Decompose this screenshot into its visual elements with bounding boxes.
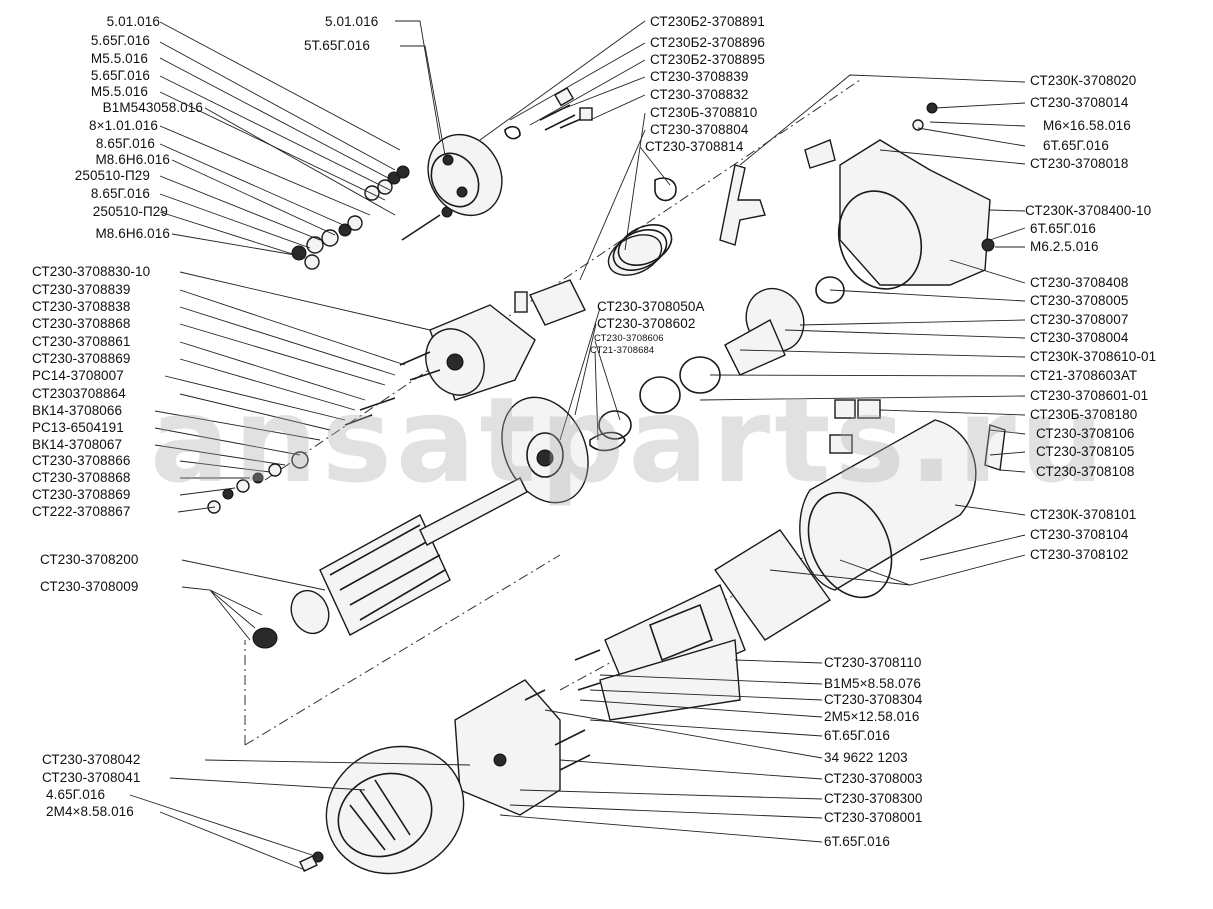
- label-right-1: СТ230К-3708020: [1030, 73, 1137, 88]
- label-right-19: СТ230-3708108: [1036, 464, 1135, 479]
- label-center-mid-1: СТ230-3708050А: [597, 299, 705, 314]
- label-top-middle-2: СТ230Б2-3708896: [650, 35, 765, 50]
- label-left-mid-3: СТ230-3708838: [32, 299, 131, 314]
- label-right-3: М6×16.58.016: [1043, 118, 1131, 133]
- label-bottom-right-5: 6Т.65Г.016: [824, 728, 890, 743]
- label-bottom-right-4: 2М5×12.58.016: [824, 709, 920, 724]
- stator-housing: [799, 419, 977, 599]
- label-left-mid-13: СТ230-3708868: [32, 470, 131, 485]
- label-left-mid-8: СТ2303708864: [32, 386, 126, 401]
- label-bottom-right-3: СТ230-3708304: [824, 692, 923, 707]
- overrunning-clutch: [639, 276, 845, 414]
- label-left-mid-15: СТ222-3708867: [32, 504, 131, 519]
- label-bottom-right-7: СТ230-3708003: [824, 771, 923, 786]
- label-left-top-9: М8.6Н6.016: [95, 152, 170, 167]
- label-left-top-11: 8.65Г.016: [90, 186, 150, 201]
- label-right-9: СТ230-3708408: [1030, 275, 1129, 290]
- top-fasteners: [291, 165, 453, 270]
- label-bottom-left-1: СТ230-3708042: [42, 752, 141, 767]
- label-right-18: СТ230-3708105: [1036, 444, 1135, 459]
- label-armature-1: СТ230-3708200: [40, 552, 139, 567]
- label-right-17: СТ230-3708106: [1036, 426, 1135, 441]
- end-cap: [299, 745, 465, 875]
- label-right-5: СТ230-3708018: [1030, 156, 1129, 171]
- label-top-middle-8: СТ230-3708814: [645, 139, 744, 154]
- label-left-mid-6: СТ230-3708869: [32, 351, 131, 366]
- label-top-middle-3: СТ230Б2-3708895: [650, 52, 765, 67]
- armature: [252, 477, 528, 649]
- label-right-15: СТ230-3708601-01: [1030, 388, 1149, 403]
- field-coils: [599, 529, 832, 721]
- label-center-top-1: 5.01.016: [325, 14, 379, 29]
- label-bottom-left-4: 2М4×8.58.016: [46, 804, 134, 819]
- label-left-top-3: М5.5.016: [90, 51, 148, 66]
- label-left-top-2: 5.65Г.016: [90, 33, 150, 48]
- label-center-top-2: 5Т.65Г.016: [304, 38, 370, 53]
- label-left-top-10: 250510-П29: [74, 168, 150, 183]
- label-bottom-right-9: СТ230-3708001: [824, 810, 923, 825]
- label-left-mid-14: СТ230-3708869: [32, 487, 131, 502]
- label-left-top-5: М5.5.016: [90, 84, 148, 99]
- label-left-mid-10: РС13-6504191: [32, 420, 124, 435]
- label-center-small-2: СТ21-3708684: [590, 345, 655, 356]
- label-bottom-right-1: СТ230-3708110: [824, 655, 922, 670]
- axis-line-lower: [244, 554, 561, 746]
- label-right-10: СТ230-3708005: [1030, 293, 1129, 308]
- label-right-6: СТ230К-3708400-10: [1025, 203, 1152, 218]
- label-top-middle-6: СТ230Б-3708810: [650, 105, 758, 120]
- intermediate-plate: [501, 396, 632, 504]
- relay-cover: [427, 133, 503, 217]
- label-left-top-7: 8×1.01.016: [89, 118, 158, 133]
- label-left-mid-2: СТ230-3708839: [32, 282, 131, 297]
- label-bottom-left-3: 4.65Г.016: [46, 787, 106, 802]
- label-left-mid-1: СТ230-3708830-10: [32, 264, 151, 279]
- label-right-22: СТ230-3708102: [1030, 547, 1129, 562]
- plunger-springs: [529, 177, 677, 326]
- label-left-top-4: 5.65Г.016: [90, 68, 150, 83]
- label-top-middle-1: СТ230Б2-3708891: [650, 14, 765, 29]
- label-right-12: СТ230-3708004: [1030, 330, 1129, 345]
- label-left-mid-7: РС14-3708007: [32, 368, 124, 383]
- label-bottom-right-10: 6Т.65Г.016: [824, 834, 890, 849]
- label-right-14: СТ21-3708603АТ: [1030, 368, 1138, 383]
- label-left-top-8: 8.65Г.016: [95, 136, 155, 151]
- label-left-mid-5: СТ230-3708861: [32, 334, 131, 349]
- label-right-13: СТ230К-3708610-01: [1030, 349, 1157, 364]
- label-left-top-1: 5.01.016: [106, 14, 160, 29]
- label-left-top-12: 250510-П29: [92, 204, 168, 219]
- label-bottom-right-6: 34 9622 1203: [824, 750, 908, 765]
- label-right-2: СТ230-3708014: [1030, 95, 1129, 110]
- label-bottom-right-8: СТ230-3708300: [824, 791, 923, 806]
- label-right-4: 6Т.65Г.016: [1043, 138, 1109, 153]
- label-right-8: М6.2.5.016: [1030, 239, 1099, 254]
- solenoid-relay: [399, 291, 536, 401]
- label-armature-2: СТ230-3708009: [40, 579, 139, 594]
- label-bottom-right-2: В1М5×8.58.076: [824, 676, 921, 691]
- center-top-screws: [504, 87, 593, 140]
- label-center-mid-2: СТ230-3708602: [597, 316, 696, 331]
- label-right-20: СТ230К-3708101: [1030, 507, 1137, 522]
- leader-lines: [129, 20, 1026, 871]
- label-left-mid-12: СТ230-3708866: [32, 453, 131, 468]
- drive-end-housing: [804, 102, 995, 290]
- label-left-mid-4: СТ230-3708868: [32, 316, 131, 331]
- label-right-7: 6Т.65Г.016: [1030, 221, 1096, 236]
- label-top-middle-4: СТ230-3708839: [650, 69, 749, 84]
- label-top-middle-7: СТ230-3708804: [650, 122, 749, 137]
- label-right-16: СТ230Б-3708180: [1030, 407, 1138, 422]
- label-right-21: СТ230-3708104: [1030, 527, 1129, 542]
- small-stack: [207, 397, 396, 514]
- label-center-small-1: СТ230-3708606: [594, 333, 664, 344]
- shift-lever: [719, 164, 766, 246]
- label-right-11: СТ230-3708007: [1030, 312, 1129, 327]
- label-left-top-13: М8.6Н6.016: [95, 226, 170, 241]
- label-left-mid-11: ВК14-3708067: [32, 437, 123, 452]
- label-left-top-6: В1М543058.016: [102, 100, 203, 115]
- label-top-middle-5: СТ230-3708832: [650, 87, 749, 102]
- label-bottom-left-2: СТ230-3708041: [42, 770, 141, 785]
- label-left-mid-9: ВК14-3708066: [32, 403, 123, 418]
